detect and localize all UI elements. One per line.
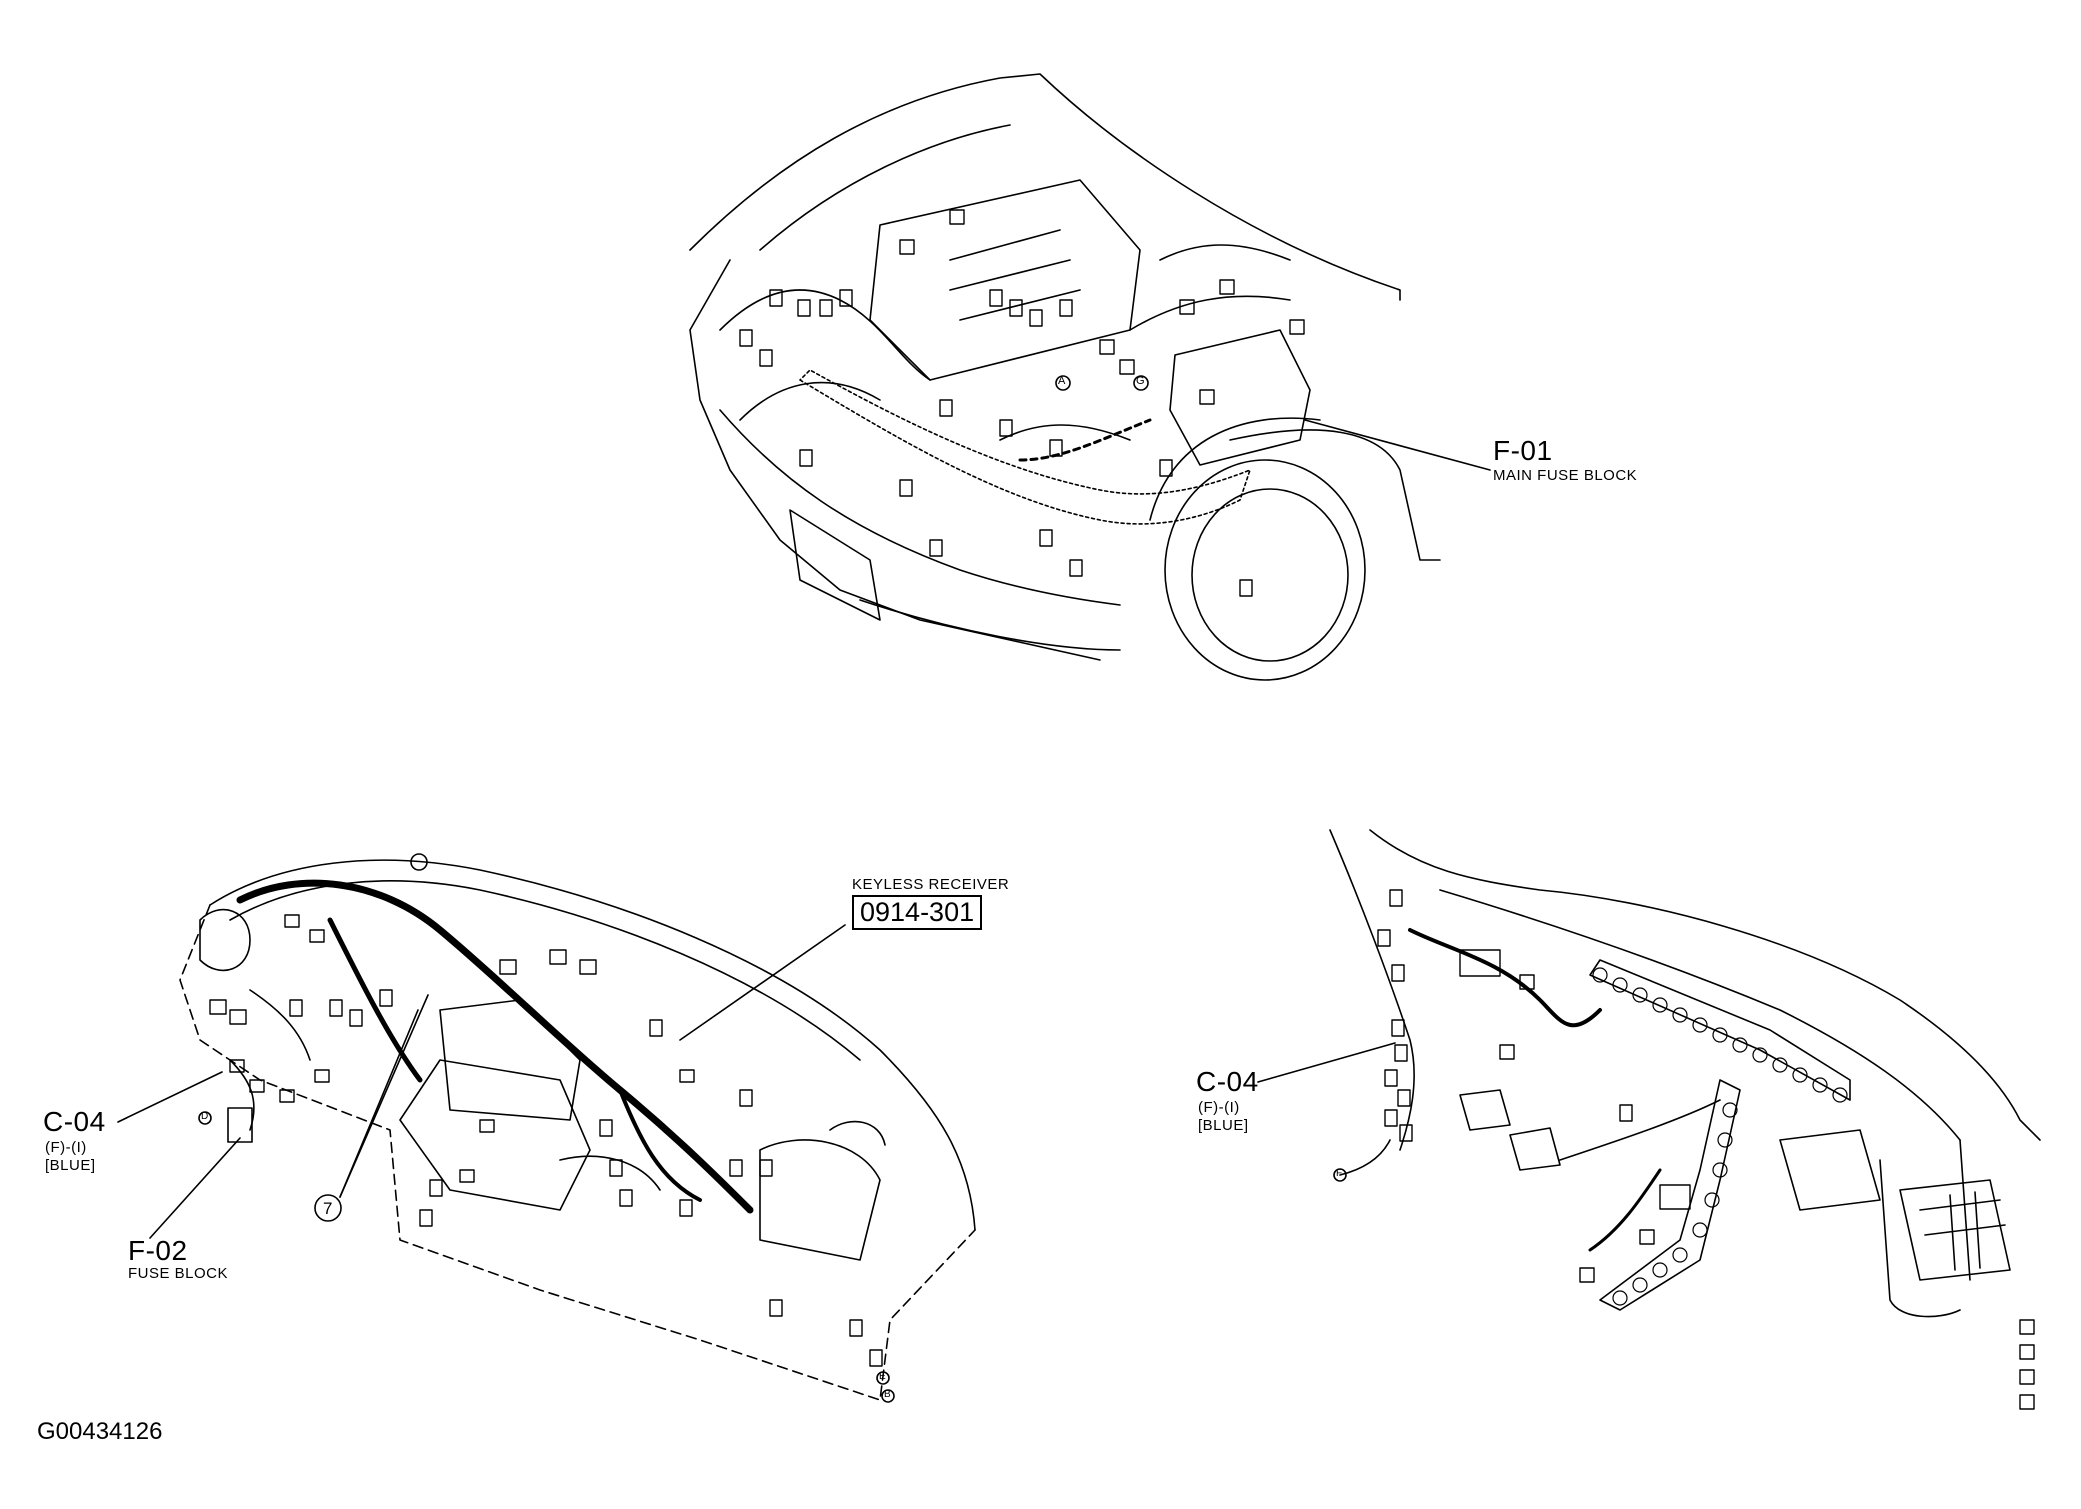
steering-column — [1559, 1099, 1721, 1161]
glovebox-grid — [1919, 1191, 2006, 1271]
a-pillar-right — [1329, 829, 1415, 1151]
grille — [789, 509, 881, 621]
ip-harness-branch — [618, 1088, 702, 1202]
dashboard-top-inner — [229, 880, 861, 1061]
console-lower-right — [1779, 1129, 1881, 1211]
ip-harness-wire — [229, 1059, 255, 1131]
c04-left-code: C-04 — [43, 1106, 106, 1137]
fender — [1229, 429, 1441, 561]
leader-c04-right — [1257, 1042, 1396, 1083]
marker-d — [198, 1111, 212, 1125]
pedal-2 — [1509, 1127, 1561, 1171]
marker-b — [881, 1389, 895, 1403]
glovebox-right — [1899, 1179, 2011, 1281]
marker-a-letter: A — [1058, 375, 1066, 387]
dotted-wire — [1018, 418, 1152, 462]
main-fuse-block-body — [1169, 329, 1311, 466]
leader-f02 — [149, 1137, 241, 1239]
ip-harness-wire — [249, 989, 311, 1061]
harness-wire — [739, 381, 881, 421]
glovebox — [759, 1139, 881, 1261]
f01-name: MAIN FUSE BLOCK — [1493, 467, 1638, 484]
marker-d-letter: D — [201, 1111, 209, 1122]
marker-g — [1133, 375, 1149, 391]
leader-7b — [339, 1009, 419, 1198]
f01-code: F-01 — [1493, 435, 1553, 466]
callout-7-circle — [314, 1194, 342, 1222]
connectors-engine — [739, 209, 1305, 597]
leader-keyless — [679, 924, 846, 1041]
beam-downtube — [1599, 1079, 1741, 1311]
connectors-ip-right — [1377, 889, 2035, 1410]
intake — [949, 229, 1081, 321]
f02-name: FUSE BLOCK — [128, 1265, 229, 1282]
c04-right-sub2: [BLUE] — [1198, 1117, 1249, 1134]
ip-right-harness — [1588, 1168, 1662, 1252]
dashboard-line-right — [1439, 889, 1961, 1141]
leader-c04-left — [117, 1071, 223, 1123]
dashboard-top — [209, 859, 976, 1231]
marker-e-letter: E — [879, 1371, 886, 1382]
front-wheel — [1164, 459, 1366, 681]
beam-beads — [1592, 967, 1848, 1306]
ip-right-wire — [1339, 1139, 1391, 1176]
harness-wire — [1129, 295, 1291, 331]
main-harness-ribbon — [799, 369, 1251, 525]
ip-right-harness — [1408, 928, 1602, 1028]
lower-lip — [859, 599, 1121, 651]
center-vent — [829, 1120, 886, 1146]
pedal-1 — [1459, 1089, 1511, 1131]
lower-right — [1879, 1139, 1971, 1318]
wheel-arch — [1149, 417, 1321, 521]
ip-harness-trunk — [236, 879, 754, 1214]
hood-inner — [759, 124, 1011, 251]
marker-e — [876, 1371, 890, 1385]
callout-7-number: 7 — [323, 1199, 333, 1218]
bumper — [719, 409, 1121, 606]
figure-id: G00434126 — [37, 1418, 163, 1445]
instrument-panel-left-view — [117, 853, 976, 1403]
dashboard-lower — [179, 904, 976, 1401]
harness-wire — [1159, 244, 1291, 261]
keyless-receiver-name: KEYLESS RECEIVER — [852, 876, 1010, 893]
marker-b-letter: B — [884, 1389, 891, 1400]
ip-top-grommet — [410, 853, 428, 871]
body-left — [689, 259, 1101, 661]
marker-f-letter: F — [1336, 1168, 1343, 1179]
cross-car-beam — [1589, 959, 1851, 1101]
engine-compartment-view — [689, 73, 1491, 681]
dashboard-top-right — [1369, 829, 2041, 1141]
meter-hood — [439, 999, 581, 1121]
fuse-block-f02-body — [227, 1107, 253, 1143]
marker-f — [1333, 1168, 1347, 1182]
front-wheel-inner — [1191, 488, 1349, 662]
ip-harness-branch — [327, 917, 423, 1083]
center-console — [399, 1059, 591, 1211]
c04-left-sub1: (F)-(I) — [45, 1139, 87, 1156]
keyless-receiver-code: 0914-301 — [852, 895, 983, 930]
instrument-panel-right-view — [1257, 829, 2041, 1410]
hood-outline — [689, 73, 1401, 301]
c04-right-sub1: (F)-(I) — [1198, 1099, 1240, 1116]
marker-g-letter: G — [1136, 375, 1145, 387]
marker-a — [1055, 375, 1071, 391]
c04-right-code: C-04 — [1196, 1066, 1259, 1097]
connectors-ip-left — [209, 914, 883, 1367]
c04-left-sub2: [BLUE] — [45, 1157, 96, 1174]
f02-code: F-02 — [128, 1235, 188, 1266]
leader-f01 — [1304, 419, 1491, 471]
side-vent — [199, 908, 251, 972]
